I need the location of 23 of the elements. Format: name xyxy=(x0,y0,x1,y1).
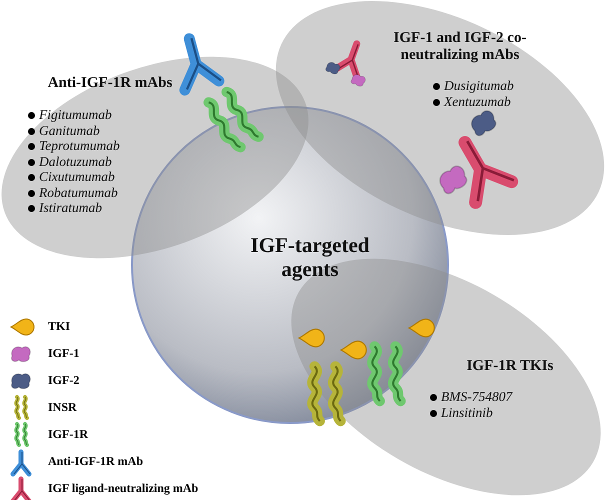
drug-name: Istiratumab xyxy=(39,200,102,216)
group-heading: IGF-1R TKIs xyxy=(466,358,554,376)
drug-name: Xentuzumab xyxy=(444,94,511,110)
ellipse-region xyxy=(275,0,605,236)
group-heading: Anti-IGF-1R mAbs xyxy=(46,75,174,92)
legend-label: TKI xyxy=(48,319,70,334)
group-heading: IGF-1 and IGF-2 co-neutralizing mAbs xyxy=(392,30,528,64)
legend-label: INSR xyxy=(48,400,77,415)
drug-name: BMS-754807 xyxy=(441,389,512,405)
legend-label: IGF-1R xyxy=(48,427,88,442)
legend-label: Anti-IGF-1R mAb xyxy=(48,454,143,469)
drug-name: Dalotuzumab xyxy=(39,154,112,170)
legend-label: IGF-1 xyxy=(48,346,80,361)
legend-label: IGF-2 xyxy=(48,373,80,388)
drug-name: Dusigitumab xyxy=(444,78,514,94)
center-title: IGF-targeted agents xyxy=(250,233,370,282)
drug-name: Figitumumab xyxy=(39,107,112,123)
drug-name: Linsitinib xyxy=(441,404,493,420)
legend-label: IGF ligand-neutralizing mAb xyxy=(48,481,198,496)
drug-name: Robatumumab xyxy=(39,184,118,200)
drug-name: Ganitumab xyxy=(39,122,100,138)
drug-name: Teprotumumab xyxy=(39,138,120,154)
drug-name: Cixutumumab xyxy=(39,169,115,185)
